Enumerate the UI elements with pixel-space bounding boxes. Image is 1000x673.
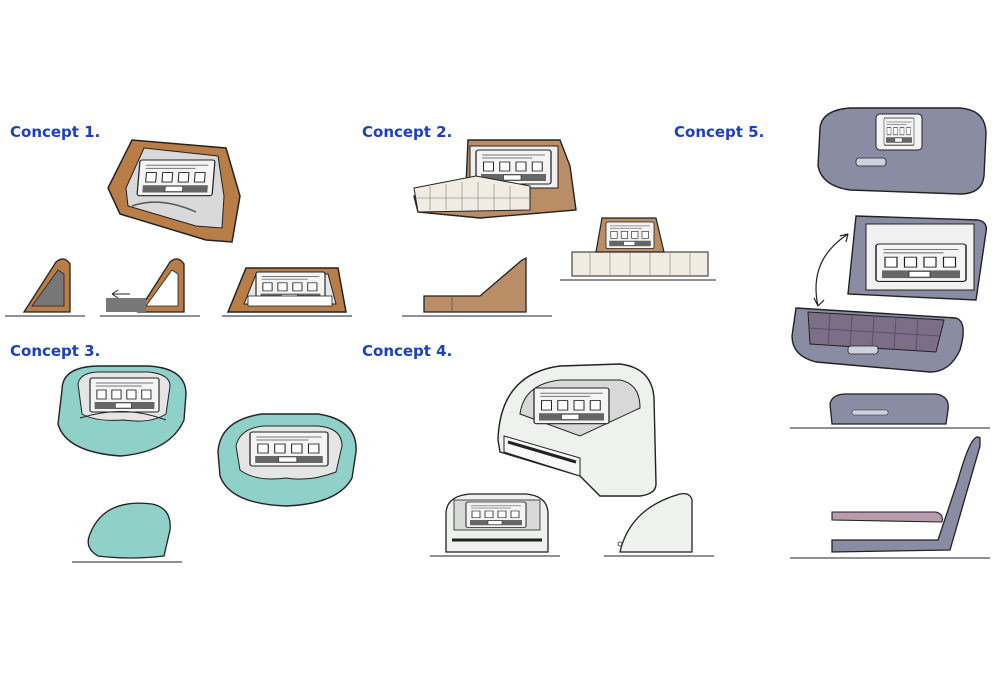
concept-4-device-main [497, 363, 657, 497]
concept-1-device-main [107, 139, 241, 243]
concept-5-label: Concept 5. [674, 123, 765, 141]
concept-4-side-view [604, 492, 714, 557]
concept-2-label: Concept 2. [362, 123, 453, 141]
concept-1-side-views [5, 258, 352, 317]
concept-3-side-view [72, 502, 182, 563]
concept-5-side-open [790, 436, 990, 559]
concept-4-label: Concept 4. [362, 342, 453, 360]
concept-5-closed-top [817, 107, 987, 195]
concept-1-label: Concept 1. [10, 123, 101, 141]
concept-5-side-closed [790, 393, 990, 429]
concept-5-open [791, 215, 988, 373]
concept-3-label: Concept 3. [10, 342, 101, 360]
concept-3-device-angled [217, 413, 357, 507]
concept-4-front-view [430, 493, 560, 557]
concept-2-side-view [402, 256, 552, 317]
arrow-left-icon [111, 289, 119, 299]
concept-2-device-alt [560, 217, 716, 281]
concept-3-device-main [57, 365, 187, 457]
concept-2-device-main [413, 139, 577, 219]
curved-double-arrow-icon [815, 233, 849, 307]
